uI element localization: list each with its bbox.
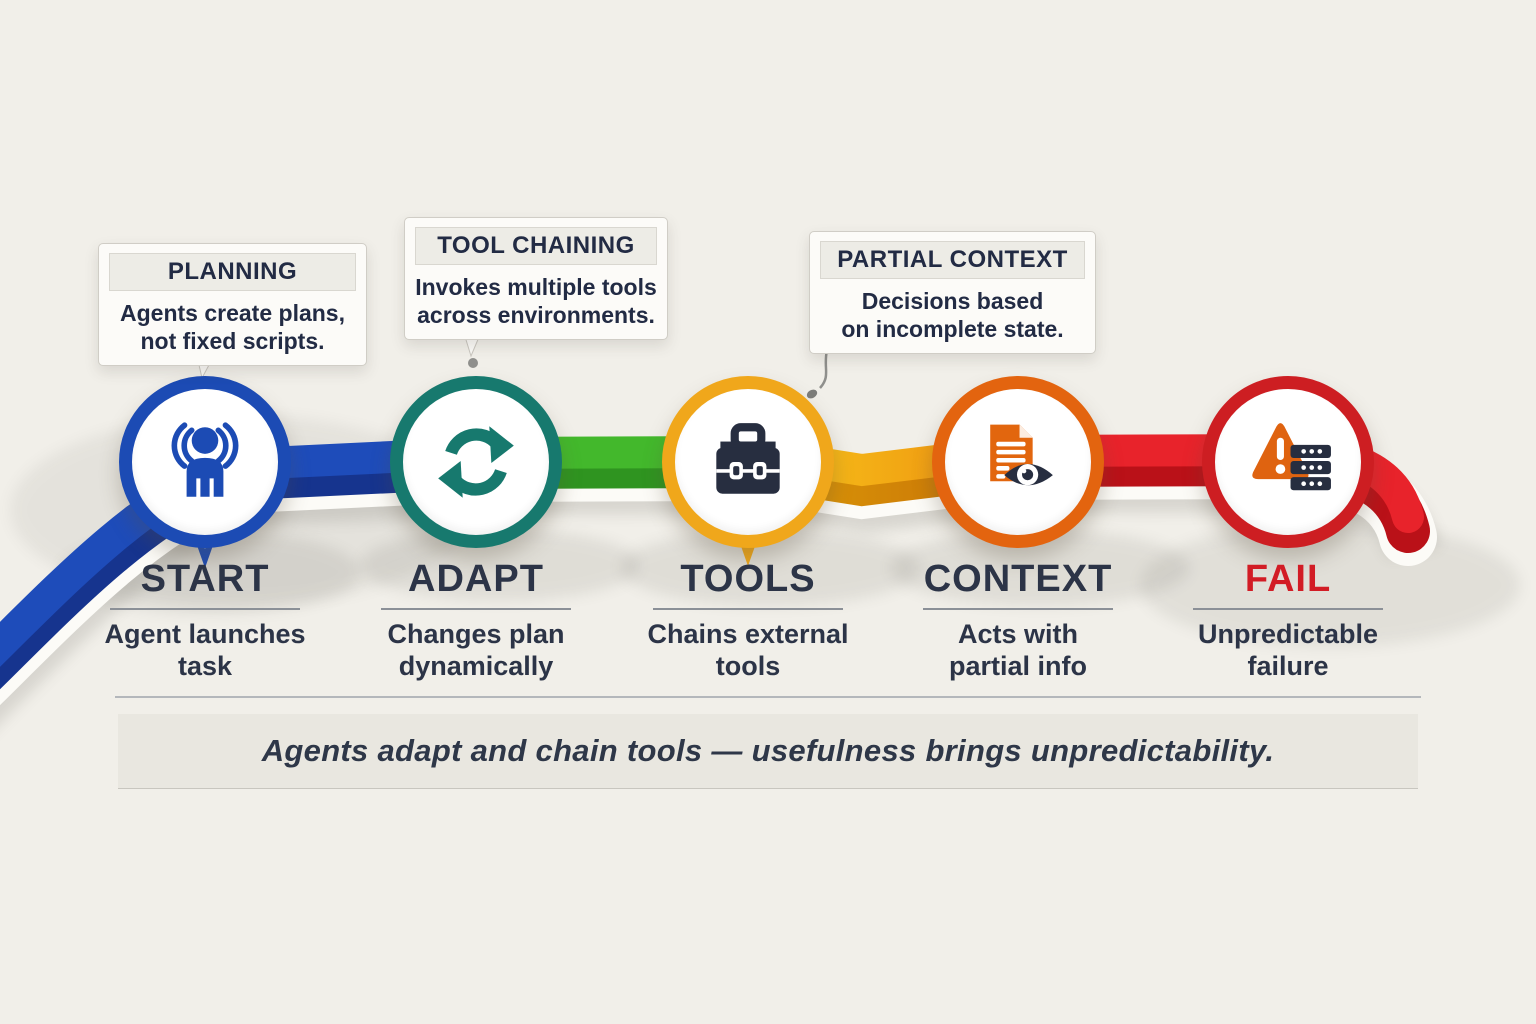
briefcase-icon — [716, 423, 780, 494]
stage-sublabel: Agent launches task — [104, 619, 306, 681]
broadcast-person-icon — [171, 422, 239, 497]
stage-sublabel: Changes plan dynamically — [387, 619, 565, 681]
callout-title: PARTIAL CONTEXT — [820, 241, 1085, 279]
stage-label-tools: TOOLS Chains external tools — [608, 558, 888, 682]
stage-title: START — [140, 558, 270, 600]
sync-arrows-icon — [438, 426, 514, 498]
callout-planning: PLANNING Agents create plans, not fixed … — [98, 243, 367, 367]
stage-node-tools — [662, 376, 834, 548]
stage-node-adapt — [390, 376, 562, 548]
callout-tool-chaining: TOOL CHAINING Invokes multiple tools acr… — [404, 217, 668, 341]
callout-title: TOOL CHAINING — [415, 227, 657, 265]
stage-sublabel: Chains external tools — [647, 619, 849, 681]
callout-title: PLANNING — [109, 253, 356, 291]
stage-label-context: CONTEXT Acts with partial info — [878, 558, 1158, 682]
warning-server-icon — [1252, 423, 1331, 491]
section-divider — [115, 696, 1421, 698]
callout-partial-context: PARTIAL CONTEXT Decisions based on incom… — [809, 231, 1096, 355]
stage-underline — [1193, 608, 1383, 610]
stage-underline — [653, 608, 843, 610]
stage-title: FAIL — [1244, 558, 1332, 600]
stage-node-context — [932, 376, 1104, 548]
callout-body: Agents create plans, not fixed scripts. — [120, 300, 345, 355]
document-eye-icon — [990, 424, 1053, 486]
stage-underline — [923, 608, 1113, 610]
callout-body: Invokes multiple tools across environmen… — [415, 274, 657, 329]
stage-underline — [110, 608, 300, 610]
stage-label-start: START Agent launches task — [65, 558, 345, 682]
stage-label-adapt: ADAPT Changes plan dynamically — [336, 558, 616, 682]
summary-text: Agents adapt and chain tools — usefulnes… — [261, 733, 1275, 768]
stage-title: ADAPT — [408, 558, 544, 600]
stage-sublabel: Unpredictable failure — [1197, 619, 1379, 681]
stage-node-start — [119, 376, 291, 548]
callout-body: Decisions based on incomplete state. — [841, 288, 1064, 343]
stage-underline — [381, 608, 571, 610]
stage-node-fail — [1202, 376, 1374, 548]
summary-banner: Agents adapt and chain tools — usefulnes… — [118, 714, 1418, 789]
stage-label-fail: FAIL Unpredictable failure — [1148, 558, 1428, 682]
stage-sublabel: Acts with partial info — [948, 619, 1087, 681]
stage-title: CONTEXT — [923, 558, 1113, 600]
stage-title: TOOLS — [680, 558, 816, 600]
partialcontext-callout-tail — [819, 349, 829, 389]
